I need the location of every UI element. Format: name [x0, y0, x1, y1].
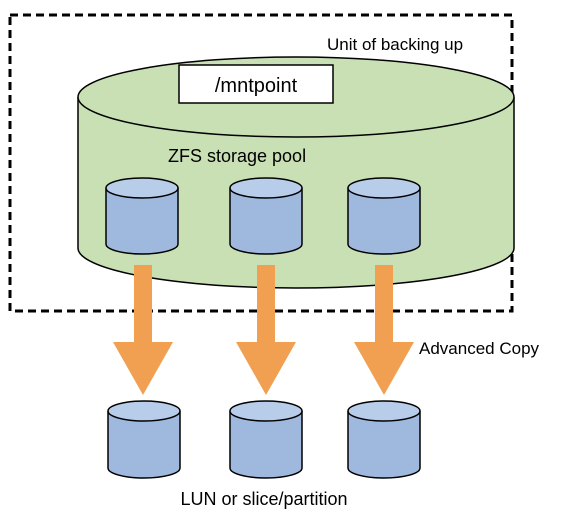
target-disks: [107, 400, 421, 479]
pool-disk: [229, 177, 303, 255]
pool-label: ZFS storage pool: [168, 146, 306, 166]
target-label: LUN or slice/partition: [180, 489, 347, 509]
copy-arrow: [354, 265, 414, 395]
target-disk: [107, 400, 181, 479]
target-disk: [229, 400, 303, 479]
backup-unit-label: Unit of backing up: [327, 35, 463, 54]
mountpoint-label: /mntpoint: [215, 75, 298, 97]
mountpoint-box: [178, 64, 334, 104]
pool-disk: [347, 177, 421, 255]
copy-arrow: [236, 265, 296, 395]
copy-arrows: [113, 265, 414, 395]
target-disk: [347, 400, 421, 479]
pool-disk: [105, 177, 179, 255]
copy-arrow: [113, 265, 173, 395]
advanced-copy-label: Advanced Copy: [419, 339, 540, 358]
pool-disks: [105, 177, 421, 255]
